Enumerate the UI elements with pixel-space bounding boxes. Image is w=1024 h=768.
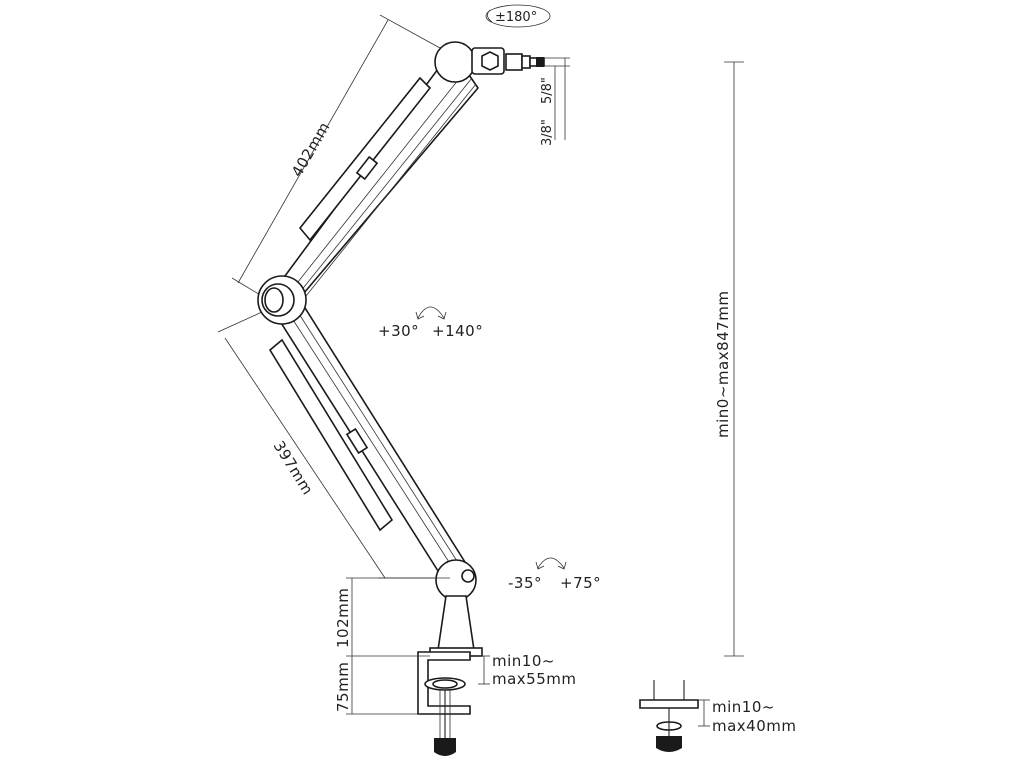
clamp-range-main-bracket [478,655,490,685]
base-rotation-max: +75° [560,574,601,592]
height-range-dimension [724,61,744,657]
thread-size-a: 3/8" [540,119,555,146]
clamp-range-alt-bracket [698,699,710,727]
elbow-rotation-min: +30° [378,322,419,340]
base-height-dimension [346,577,450,715]
clamp-range-alt-line1: min10~ [712,698,775,716]
lower-arm-length-label: 397mm [270,438,317,499]
alt-clamp [639,680,699,752]
head-rotation-indicator [485,4,551,28]
elbow-joint [257,275,307,325]
elbow-rotation-max: +140° [432,322,483,340]
head-joint [434,41,570,140]
lower-arm [268,298,472,584]
base-rotation-min: -35° [508,574,542,592]
base-height-label: 102mm [334,588,352,648]
thread-size-b: 5/8" [540,77,555,104]
upper-arm-dimension [231,14,441,297]
height-range-label: min0~max847mm [714,291,732,438]
clamp-range-main-line1: min10~ [492,652,555,670]
desk-clamp [417,651,471,756]
clamp-range-main-line2: max55mm [492,670,577,688]
base-joint [435,559,477,601]
base-column [429,595,483,657]
clamp-height-label: 75mm [334,662,352,712]
upper-arm-length-label: 402mm [288,119,334,180]
head-rotation-label: ±180° [495,10,537,25]
upper-arm [280,48,480,302]
elbow-rotation-arrow [415,306,447,320]
base-rotation-arrow [535,557,567,570]
clamp-range-alt-line2: max40mm [712,717,797,735]
